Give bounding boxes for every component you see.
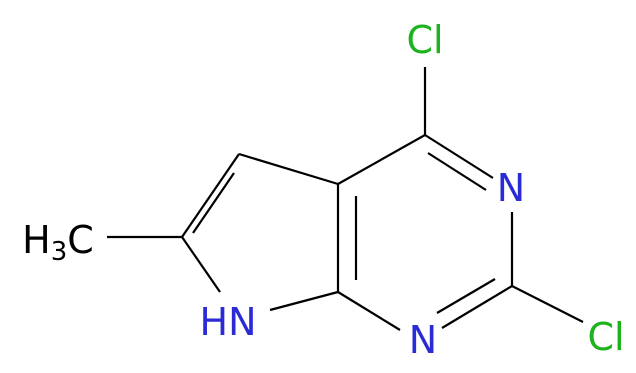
atom-cl-top: Cl	[406, 18, 443, 62]
bond-nh-c7a	[269, 290, 339, 312]
bond-c5-c6-inner	[192, 172, 235, 234]
bond-c4-n3-inner	[427, 152, 487, 191]
methyl-subscript: 3	[51, 237, 68, 267]
bond-c2-n1	[441, 285, 513, 329]
methyl-c: C	[67, 218, 94, 262]
bond-layer	[107, 67, 584, 331]
methyl-h: H	[22, 218, 51, 262]
atom-n-ring-top: N	[497, 166, 525, 210]
atom-cl-bottom: Cl	[587, 315, 624, 359]
bond-c4a-c5	[238, 152, 339, 186]
atom-n-ring-bottom: N	[409, 318, 437, 362]
atom-methyl: H3C	[22, 218, 94, 267]
bond-c4-n3	[424, 134, 494, 179]
bond-c6-nh	[181, 236, 221, 293]
atom-nh: HN	[200, 300, 257, 344]
bond-c2-n1-inner	[436, 278, 496, 314]
bond-n1-c7a	[337, 291, 401, 331]
bond-c5-c6	[181, 153, 240, 238]
bond-c4a-c4	[337, 134, 426, 185]
atom-layer: Cl N N Cl HN H3C	[22, 18, 624, 362]
bond-c2-clBottom	[511, 285, 584, 323]
